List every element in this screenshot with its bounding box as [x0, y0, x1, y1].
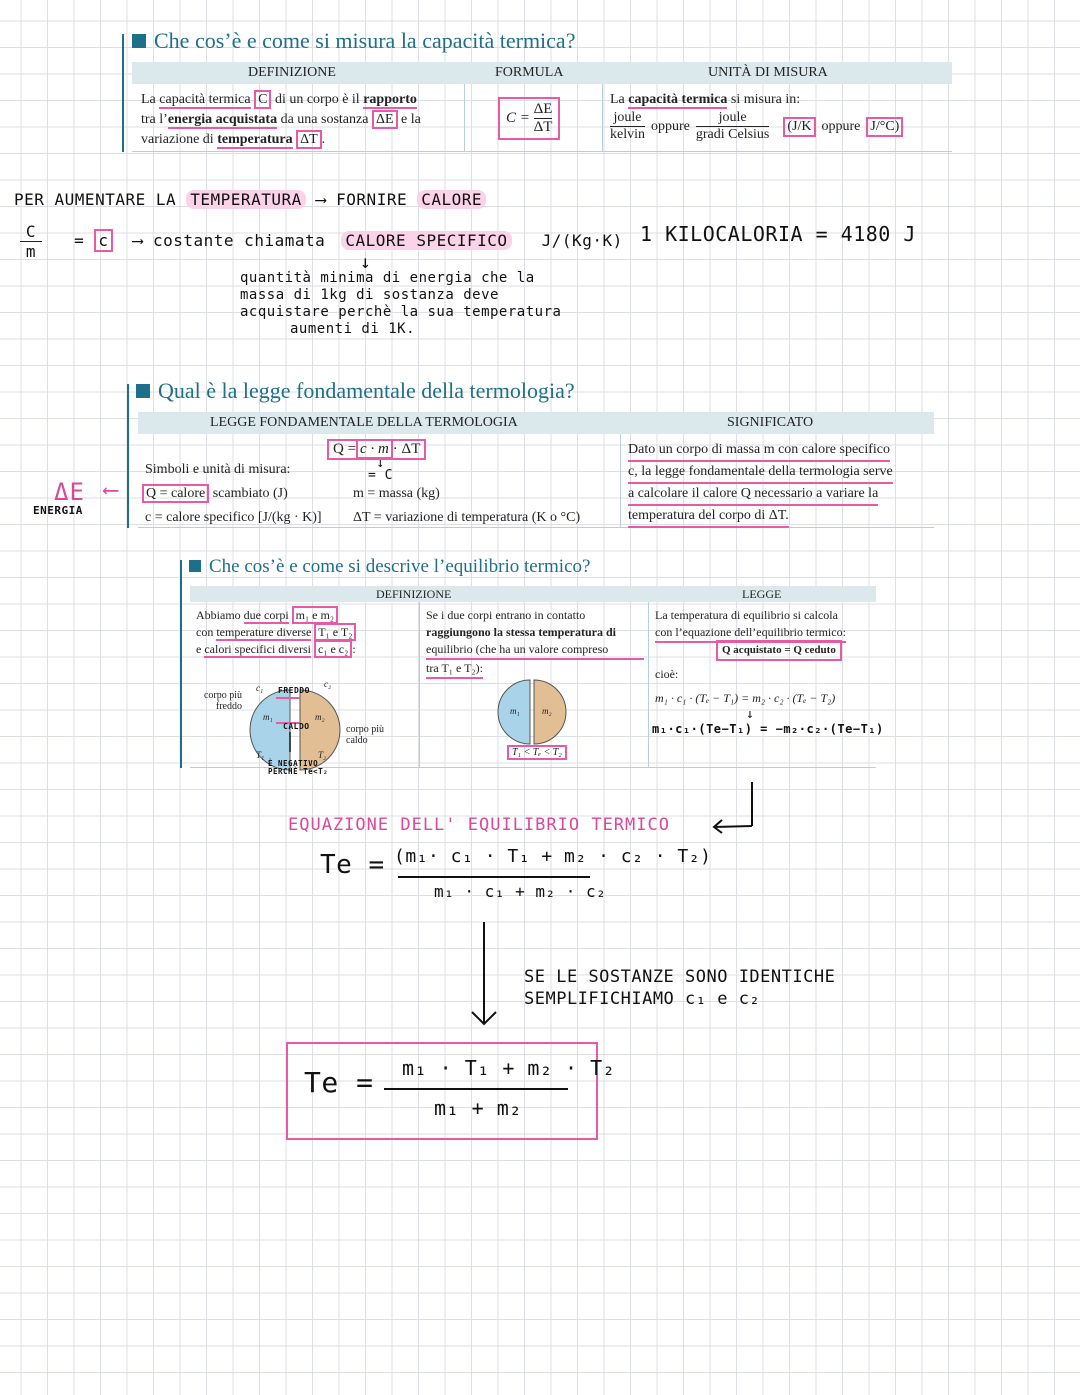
symbol-dt: ΔT = variazione di temperatura (K o °C) [353, 510, 581, 525]
note-down-arrow: ↓ [746, 707, 755, 722]
capacity-definition: La capacità termica C di un corpo è il r… [141, 90, 421, 149]
section1-border [122, 34, 124, 152]
cold-half [249, 689, 291, 771]
col-divider [620, 434, 621, 528]
symbols-label: Simboli e unità di misura: [145, 462, 291, 477]
section2-border [127, 384, 129, 528]
note-capital-c: ↓= C [368, 456, 393, 483]
equilibrium-col3: La temperatura di equilibrio si calcola … [655, 607, 875, 643]
note-arrow-left: ⟵ [104, 478, 119, 503]
note-equilibrium-handwritten: m₁·c₁·(Te−T₁) = −m₂·c₂·(Te−T₁) [652, 722, 884, 736]
label-corpo-freddo: corpo più freddo [203, 690, 242, 712]
note-freddo: FREDDO [278, 686, 310, 695]
fraction-line [384, 1088, 568, 1090]
note-down-arrow: ↓ [360, 252, 372, 273]
section1-title: Che cos’è e come si misura la capacità t… [132, 28, 575, 54]
table-bottom-rule [132, 151, 952, 152]
note-delta-e: ΔE [54, 478, 85, 506]
label-m1: m₁ [263, 712, 273, 722]
simplified-formula-box [286, 1042, 598, 1140]
te-label: Te = [320, 850, 385, 880]
symbol-c: c = calore specifico [J/(kg · K)] [145, 510, 322, 525]
note-identical-substances: SE LE SOSTANZE SONO IDENTICHE SEMPLIFICH… [524, 967, 836, 1009]
symbol-q: Q = calore scambiato (J) [142, 484, 288, 504]
section2-title: Qual è la legge fondamentale della termo… [136, 378, 575, 404]
header-significato: SIGNIFICATO [727, 415, 814, 430]
section1-table-header [132, 62, 952, 84]
header-legge: LEGGE FONDAMENTALE DELLA TERMOLOGIA [210, 415, 518, 430]
simplified-denominator: m₁ + m₂ [434, 1096, 522, 1120]
section3-title: Che cos’è e come si descrive l’equilibri… [189, 556, 590, 578]
col-divider [464, 84, 465, 152]
header-definizione: DEFINIZIONE [248, 65, 336, 80]
equilibrium-col1: Abbiamo due corpi m₁ e m₂ con temperatur… [196, 606, 357, 658]
arrow-to-title [712, 782, 753, 834]
col-divider [602, 84, 603, 152]
note-caldo: CALDO [283, 722, 310, 731]
cioe-label: cioè: [655, 667, 679, 681]
square-bullet-icon [132, 34, 146, 48]
col-divider [648, 602, 649, 768]
table-bottom-rule [138, 527, 934, 528]
symbol-m: m = massa (kg) [353, 486, 440, 501]
te-label: Te = [304, 1066, 374, 1099]
label-m1: m₁ [510, 706, 520, 716]
note-specific-heat-definition: quantità minima di energia che la massa … [240, 270, 562, 337]
te-denominator: m₁ · c₁ + m₂ · c₂ [434, 882, 607, 901]
table-bottom-rule [190, 767, 876, 768]
equilibrium-range-box: T₁ < Tₑ < T₂ [507, 745, 567, 760]
note-energia: ENERGIA [33, 504, 83, 517]
header-unita: UNITÀ DI MISURA [708, 65, 828, 80]
label-t2: T₂ [318, 750, 327, 760]
section3-table-header [190, 586, 876, 602]
down-arrow-icon [471, 922, 497, 1026]
equilibrium-q-box: Q acquistato = Q ceduto [716, 640, 842, 661]
header-formula: FORMULA [495, 65, 564, 80]
label-m2: m₂ [542, 706, 552, 716]
label-corpo-caldo: corpo più caldo [346, 724, 385, 746]
square-bullet-icon [189, 560, 201, 572]
te-numerator: (m₁· c₁ · T₁ + m₂ · c₂ · T₂) [394, 846, 712, 867]
fundamental-law-formula: Q =c · m· ΔT [327, 439, 427, 460]
section3-border [180, 560, 182, 768]
square-bullet-icon [136, 384, 150, 398]
note-equation-title: EQUAZIONE DELL' EQUILIBRIO TERMICO [288, 815, 670, 835]
label-c2: c₂ [324, 679, 332, 689]
header-definizione: DEFINIZIONE [376, 587, 452, 601]
section1-title-text: Che cos’è e come si misura la capacità t… [154, 28, 576, 53]
label-c1: c₁ [256, 683, 264, 693]
col-divider [419, 602, 420, 768]
two-bodies-diagram [249, 689, 341, 771]
note-kilocaloria: 1 KILOCALORIA = 4180 J [640, 222, 916, 246]
note-increase-temperature: PER AUMENTARE LA TEMPERATURA ⟶ FORNIRE C… [14, 190, 487, 209]
equilibrium-equation: m₁ · c₁ · (Tₑ − T₁) = m₂ · c₂ · (Tₑ − T₂… [655, 691, 836, 705]
fraction-line [398, 876, 590, 878]
equilibrium-diagram [497, 679, 567, 745]
label-m2: m₂ [315, 712, 325, 722]
label-t1: T₁ [256, 750, 265, 760]
hot-half [299, 689, 341, 771]
simplified-numerator: m₁ · T₁ + m₂ · T₂ [402, 1056, 616, 1080]
header-legge: LEGGE [742, 587, 782, 601]
equilibrium-col2: Se i due corpi entrano in contatto raggi… [426, 607, 644, 679]
section2-table-header [138, 412, 934, 434]
law-meaning: Dato un corpo di massa m con calore spec… [628, 440, 933, 528]
